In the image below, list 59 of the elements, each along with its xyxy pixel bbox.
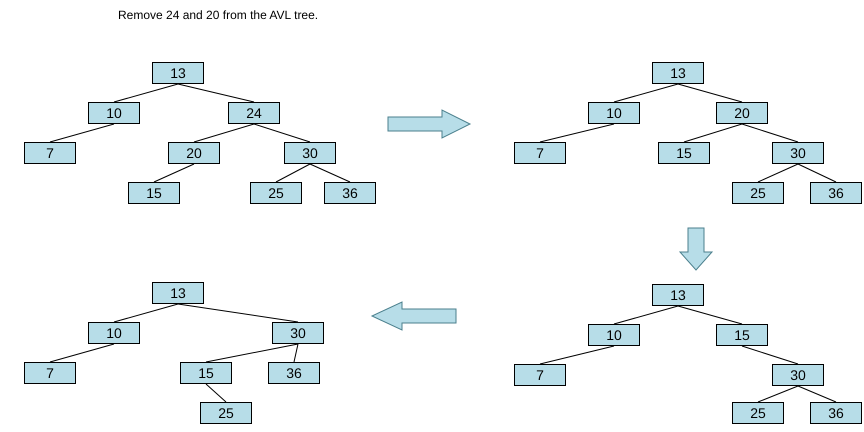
tree-node: 24 bbox=[228, 102, 280, 124]
tree-node: 10 bbox=[88, 102, 140, 124]
tree-edge bbox=[678, 84, 742, 102]
tree-node: 20 bbox=[716, 102, 768, 124]
tree-node: 30 bbox=[772, 142, 824, 164]
tree-node: 15 bbox=[716, 324, 768, 346]
tree-node: 25 bbox=[732, 402, 784, 424]
tree-node: 10 bbox=[88, 322, 140, 344]
tree-edge bbox=[276, 164, 310, 182]
tree-edge bbox=[294, 344, 298, 362]
tree-edge bbox=[114, 304, 178, 322]
tree-node: 13 bbox=[152, 282, 204, 304]
tree-edge bbox=[254, 124, 310, 142]
tree-node: 10 bbox=[588, 102, 640, 124]
tree-edge bbox=[798, 164, 836, 182]
tree-node: 7 bbox=[514, 142, 566, 164]
tree-edge bbox=[684, 124, 742, 142]
tree-edge bbox=[678, 306, 742, 324]
tree-edge bbox=[206, 384, 226, 402]
tree-node: 36 bbox=[810, 182, 862, 204]
tree-edge bbox=[114, 84, 178, 102]
title: Remove 24 and 20 from the AVL tree. bbox=[118, 7, 318, 24]
tree-edge bbox=[742, 346, 798, 364]
tree-edge bbox=[614, 84, 678, 102]
tree-node: 7 bbox=[24, 142, 76, 164]
tree-node: 13 bbox=[652, 62, 704, 84]
tree-node: 20 bbox=[168, 142, 220, 164]
tree-node: 15 bbox=[128, 182, 180, 204]
tree-node: 25 bbox=[732, 182, 784, 204]
tree-edge bbox=[614, 306, 678, 324]
tree-edge bbox=[758, 386, 798, 402]
tree-edge bbox=[154, 164, 194, 182]
tree-edge bbox=[178, 84, 254, 102]
tree-node: 7 bbox=[24, 362, 76, 384]
tree-node: 7 bbox=[514, 364, 566, 386]
tree-node: 15 bbox=[180, 362, 232, 384]
tree-node: 30 bbox=[272, 322, 324, 344]
tree-node: 30 bbox=[772, 364, 824, 386]
tree-edge bbox=[540, 346, 614, 364]
tree-node: 13 bbox=[652, 284, 704, 306]
tree-node: 15 bbox=[658, 142, 710, 164]
tree-edge bbox=[194, 124, 254, 142]
tree-node: 36 bbox=[268, 362, 320, 384]
tree-edge bbox=[742, 124, 798, 142]
tree-node: 10 bbox=[588, 324, 640, 346]
tree-edge bbox=[798, 386, 836, 402]
tree-node: 25 bbox=[250, 182, 302, 204]
tree-edge bbox=[50, 344, 114, 362]
tree-node: 25 bbox=[200, 402, 252, 424]
tree-edge bbox=[50, 124, 114, 142]
tree-edge bbox=[310, 164, 350, 182]
tree-node: 36 bbox=[810, 402, 862, 424]
tree-edge bbox=[540, 124, 614, 142]
tree-node: 13 bbox=[152, 62, 204, 84]
tree-edge bbox=[206, 344, 298, 362]
tree-edge bbox=[178, 304, 298, 322]
tree-node: 30 bbox=[284, 142, 336, 164]
tree-edge bbox=[758, 164, 798, 182]
tree-node: 36 bbox=[324, 182, 376, 204]
